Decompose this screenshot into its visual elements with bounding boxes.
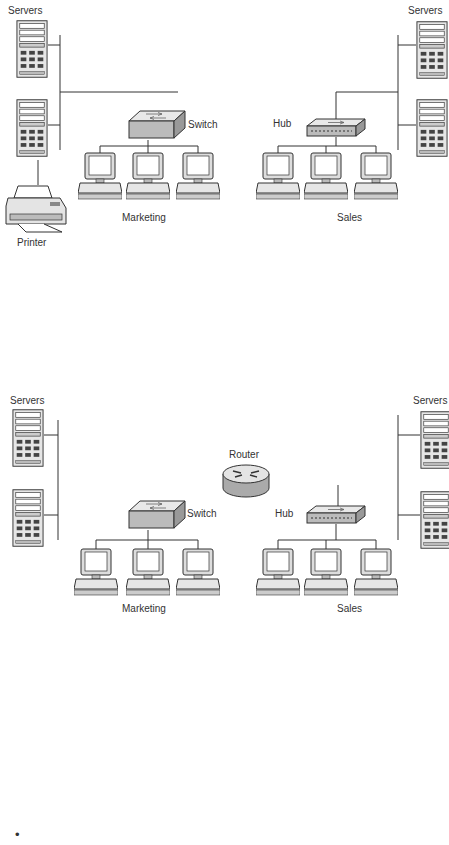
- pc-icon: [126, 549, 170, 595]
- pc-icon: [256, 549, 300, 595]
- pc-wire: [96, 530, 198, 550]
- pc-wire: [100, 140, 198, 154]
- router-icon: [223, 465, 269, 497]
- server-wire: [48, 45, 60, 125]
- device-label: Router: [229, 449, 259, 461]
- link-wire: [336, 92, 398, 120]
- server-wire: [398, 45, 416, 125]
- server-icon: [421, 412, 449, 468]
- pc-icon: [304, 153, 348, 199]
- device-label: Switch: [188, 119, 217, 131]
- pc-icon: [354, 549, 398, 595]
- switch-icon: [129, 111, 185, 138]
- device-label: Servers: [408, 5, 442, 17]
- device-label: Servers: [413, 395, 447, 407]
- bottom-wiring: [44, 415, 420, 550]
- device-label: Printer: [17, 237, 46, 249]
- pc-icon: [354, 153, 398, 199]
- link-wire: [338, 485, 339, 506]
- pc-wire: [278, 524, 376, 550]
- pc-icon: [126, 153, 170, 199]
- server-icon: [17, 21, 47, 77]
- server-icon: [13, 490, 43, 546]
- pc-icon: [256, 153, 300, 199]
- server-icon: [417, 100, 447, 156]
- device-label: Servers: [10, 395, 44, 407]
- pc-icon: [74, 549, 118, 595]
- server-icon: [421, 492, 449, 548]
- device-label: Marketing: [122, 212, 166, 224]
- bus-wire: [58, 420, 59, 540]
- device-label: Switch: [187, 508, 216, 520]
- switch-icon: [129, 501, 185, 528]
- pc-icon: [304, 549, 348, 595]
- bus-wire: [398, 415, 399, 540]
- device-label: Hub: [275, 508, 293, 520]
- pc-icon: [176, 549, 220, 595]
- device-label: •: [15, 829, 20, 841]
- device-label: Marketing: [122, 603, 166, 615]
- pc-wire: [278, 137, 376, 154]
- server-wire: [44, 435, 58, 515]
- device-label: Hub: [273, 118, 291, 130]
- pc-icon: [176, 153, 220, 199]
- printer-wire: [38, 160, 39, 185]
- device-label: Sales: [337, 603, 362, 615]
- pc-icon: [78, 153, 122, 199]
- printer-icon: [6, 186, 66, 232]
- server-wire: [398, 435, 420, 515]
- hub-icon: [307, 506, 365, 523]
- server-icon: [13, 410, 43, 466]
- server-icon: [17, 100, 47, 156]
- hub-icon: [307, 119, 365, 136]
- link-wire: [60, 92, 178, 93]
- server-icon: [417, 22, 447, 78]
- device-label: Servers: [8, 5, 42, 17]
- device-label: Sales: [337, 212, 362, 224]
